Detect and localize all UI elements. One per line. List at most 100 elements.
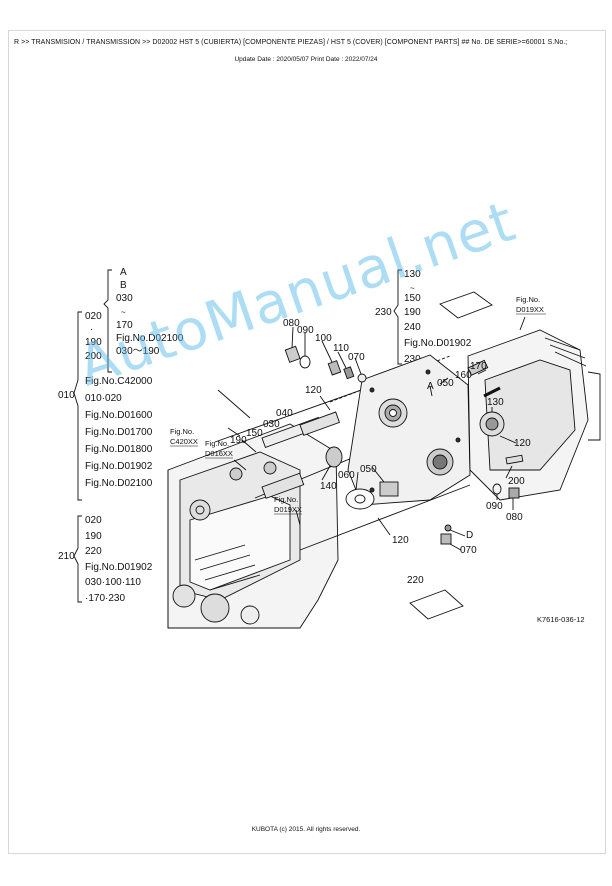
left-group-a: A B 030 ~ 170 Fig.No.D02100 030～190 — [116, 266, 183, 358]
list-item: Fig.No.D01902 — [85, 461, 153, 472]
pin-130 — [483, 386, 501, 398]
callout-160: 160 — [455, 370, 472, 381]
page-frame — [8, 30, 606, 854]
list-item: 030·100·110 — [85, 577, 141, 588]
callout-190: 190 — [230, 435, 247, 446]
group-label: 210 — [58, 551, 75, 562]
plug-070b — [440, 533, 452, 545]
bracket — [73, 311, 82, 501]
leader-line — [449, 529, 466, 537]
part-160 — [467, 359, 489, 376]
fig-ref-number: D019XX — [274, 505, 302, 514]
leader-line — [319, 395, 331, 411]
leader-line — [477, 369, 487, 375]
fig-ref-number: D019XX — [516, 305, 544, 314]
shaft-040 — [299, 411, 341, 436]
leader-line — [377, 517, 391, 536]
callout-040: 040 — [276, 408, 293, 419]
leader-line — [217, 389, 251, 419]
plug — [229, 467, 243, 481]
fig-ref-number: D016XX — [205, 449, 233, 458]
list-item: 220 — [85, 546, 102, 557]
leader-line — [505, 465, 513, 479]
date-line: Update Date : 2020/05/07 Print Date : 20… — [234, 56, 378, 63]
shaft-line — [299, 484, 471, 551]
callout-100: 100 — [315, 333, 332, 344]
group-label: 010 — [58, 390, 75, 401]
list-item: 020 — [85, 311, 102, 322]
list-item: 030～190 — [116, 346, 160, 358]
callout-150: 150 — [246, 428, 263, 439]
list-item: Fig.No.D02100 — [116, 332, 184, 344]
leader-line — [519, 316, 526, 331]
bolt-hole — [369, 387, 375, 393]
callout-070b: 070 — [460, 545, 477, 556]
callout-130: 130 — [487, 397, 504, 408]
callout-050: 050 — [360, 464, 377, 475]
callout-120b: 120 — [514, 438, 531, 449]
left-group-010: Fig.No.C42000 010·020 Fig.No.D01600 Fig.… — [85, 373, 152, 492]
bracket — [393, 269, 402, 365]
leader-line — [291, 326, 294, 349]
callout-120: 120 — [305, 385, 322, 396]
list-item: Fig.No.D02100 — [85, 478, 153, 489]
sticker-240 — [439, 291, 493, 319]
list-item: ·170·230 — [85, 592, 126, 604]
list-item: ~ — [410, 284, 415, 293]
plug — [263, 461, 277, 475]
gear-140 — [325, 446, 343, 468]
part-110 — [343, 366, 355, 380]
bolt-hole — [455, 437, 461, 443]
flange-060 — [345, 488, 375, 510]
callout-080b: 080 — [506, 512, 523, 523]
list-item: Fig.No.D01800 — [85, 444, 153, 455]
list-item: 190 — [85, 530, 102, 542]
fig-ref-number: C420XX — [170, 437, 198, 446]
sticker-220 — [409, 589, 464, 620]
callout-080: 080 — [283, 318, 300, 329]
callout-200: 200 — [508, 476, 525, 487]
fig-ref-label: Fig.No. — [274, 495, 298, 504]
leader-line — [449, 543, 462, 551]
left-group-020: 020 · 190 200 — [85, 310, 102, 363]
list-item: 190 — [404, 307, 421, 318]
leader-line — [439, 377, 449, 385]
bracket — [103, 269, 112, 373]
fig-ref-label: Fig.No. — [205, 439, 229, 448]
callout-110: 110 — [333, 343, 349, 354]
breadcrumb: R >> TRANSMISION / TRANSMISSION >> D0200… — [14, 39, 568, 46]
part-070 — [357, 373, 367, 383]
leader-line — [371, 466, 385, 483]
callout-140: 140 — [320, 481, 337, 492]
list-item: 200 — [85, 350, 102, 362]
left-group-210: 020 190 220 Fig.No.D01902 030·100·110 ·1… — [85, 513, 152, 606]
bushing-050 — [379, 481, 399, 497]
leader-line — [241, 439, 257, 453]
leader-line — [354, 357, 362, 375]
bracket — [73, 515, 82, 603]
list-item: 130 — [404, 269, 421, 280]
list-item: · — [90, 324, 94, 336]
callout-170: 170 — [470, 361, 487, 372]
list-item: 240 — [404, 322, 421, 333]
callout-050b: 050 — [437, 378, 454, 389]
fig-ref-label: Fig.No. — [516, 295, 540, 304]
right-housing-ribs — [544, 337, 587, 367]
shaft-190 — [261, 472, 305, 499]
list-item: 190 — [85, 337, 102, 349]
plug-080 — [284, 345, 301, 363]
list-item: 150 — [404, 293, 421, 304]
plug-080b — [508, 487, 520, 499]
group-label: 230 — [375, 307, 392, 318]
callout-220: 220 — [407, 575, 424, 586]
footer-copyright: KUBOTA (c) 2015. All rights reserved. — [251, 826, 361, 833]
housing-boss — [240, 605, 260, 625]
list-item: 030 — [116, 293, 133, 305]
list-item: 230 — [404, 354, 421, 365]
list-item: 020 — [85, 515, 102, 526]
drawing-code: K7616-036-12 — [537, 615, 585, 624]
callout-030: 030 — [263, 419, 280, 430]
leader-line — [295, 509, 301, 526]
o-ring-090 — [299, 355, 311, 369]
housing-boss — [189, 499, 211, 521]
